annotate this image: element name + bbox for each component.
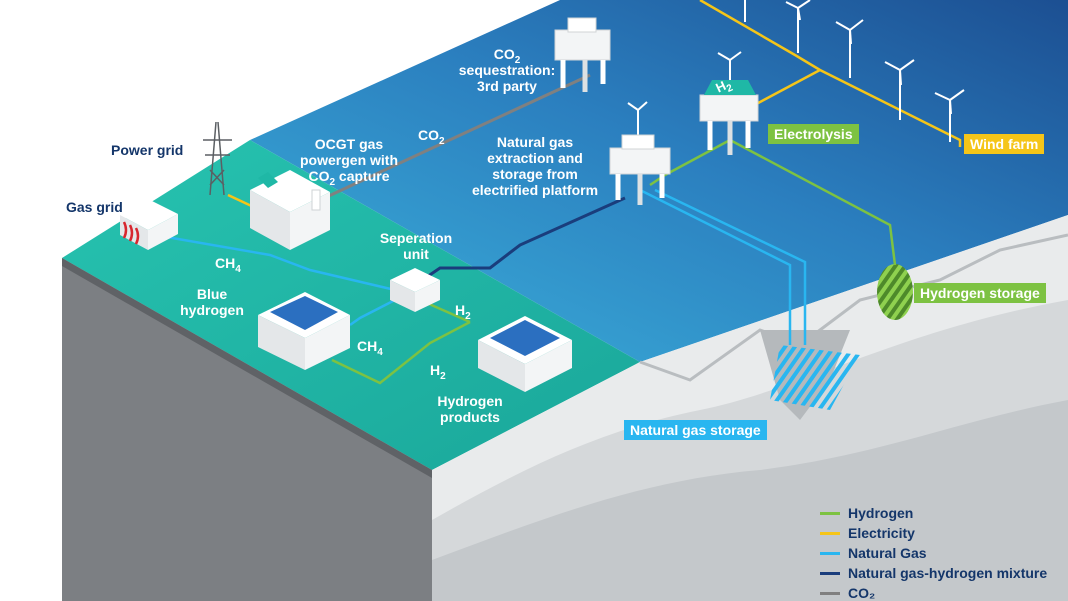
mixture-line [414, 196, 626, 287]
hydrogen-storage-cavern [877, 264, 913, 320]
legend-swatch [820, 551, 840, 555]
electrolysis-tag: Electrolysis [768, 124, 859, 144]
gas-grid-building [120, 200, 178, 250]
h2-bottom-label: H2 [430, 362, 446, 382]
legend: Hydrogen Electricity Natural Gas Natural… [820, 503, 1047, 601]
gas-grid-label: Gas grid [66, 199, 123, 215]
hydrogen-products-building [478, 316, 572, 392]
legend-label: Natural Gas [848, 545, 927, 561]
co2-flow-label: CO2 [418, 127, 445, 147]
legend-label: Natural gas-hydrogen mixture [848, 565, 1048, 581]
legend-label: Hydrogen [848, 505, 914, 521]
natural-gas-lines [154, 188, 807, 345]
electrolysis-platform [699, 80, 759, 155]
legend-item-electricity: Electricity [820, 523, 1047, 543]
wind-farm-tag: Wind farm [964, 134, 1045, 154]
legend-item-hydrogen: Hydrogen [820, 503, 1047, 523]
natural-gas-storage-tag: Natural gas storage [624, 420, 767, 440]
legend-item-natural-gas: Natural Gas [820, 543, 1047, 563]
co2-sequestration-platform [554, 17, 611, 92]
legend-swatch [820, 511, 840, 515]
legend-label: CO₂ [848, 585, 876, 601]
legend-swatch [820, 571, 840, 575]
wind-turbines [627, 0, 965, 142]
block-left-face [62, 258, 432, 601]
legend-label: Electricity [848, 525, 915, 541]
legend-swatch [820, 591, 840, 595]
hydrogen-storage-tag: Hydrogen storage [914, 283, 1046, 303]
ch4-top-label: CH4 [215, 255, 241, 275]
co2-line [319, 73, 591, 202]
ch4-bottom-label: CH4 [357, 338, 383, 358]
ocgt-factory [250, 170, 330, 250]
blue-hydrogen-building [258, 292, 350, 370]
natural-gas-storage-reservoir [770, 345, 860, 410]
separation-unit-building [390, 268, 440, 312]
power-grid-label: Power grid [111, 142, 184, 158]
land-surface [62, 140, 640, 470]
legend-swatch [820, 531, 840, 535]
legend-item-co2: CO₂ [820, 583, 1047, 601]
power-pylon [203, 121, 232, 196]
legend-item-mixture: Natural gas-hydrogen mixture [820, 563, 1047, 583]
h2-right-label: H2 [455, 302, 471, 322]
hydrogen-lines [331, 138, 897, 385]
natural-gas-platform [609, 134, 671, 205]
